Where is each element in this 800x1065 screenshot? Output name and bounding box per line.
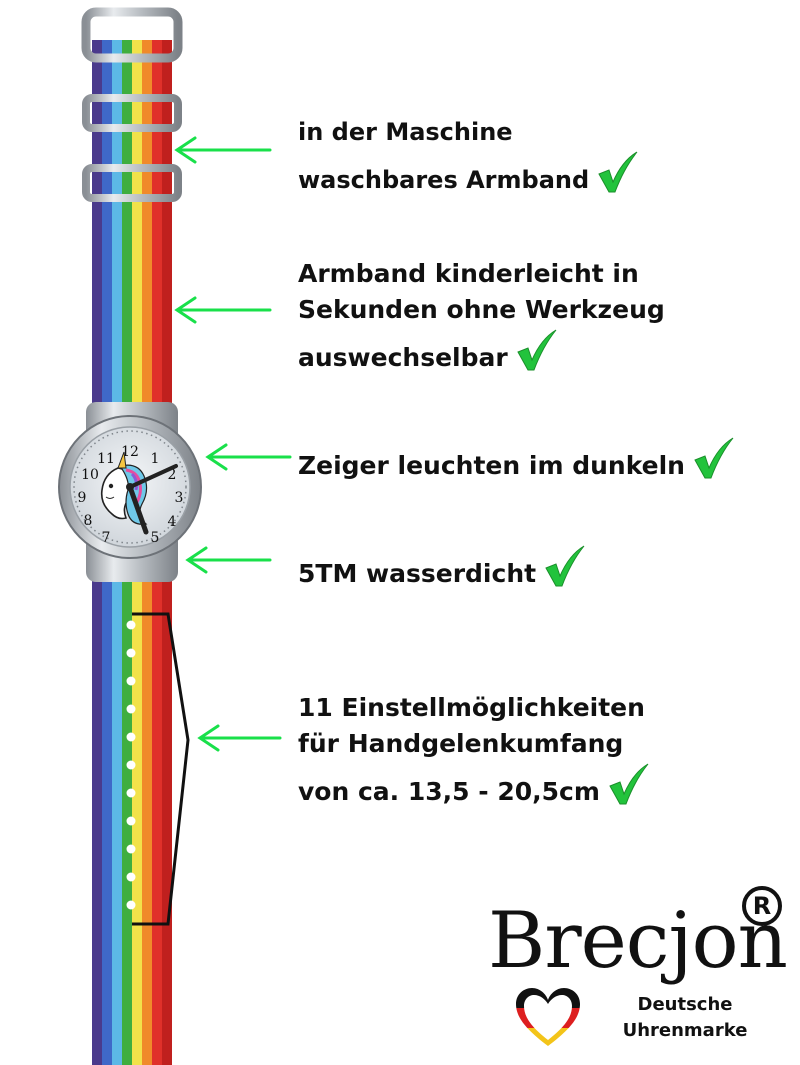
check-icon (606, 762, 650, 806)
feature-1: in der Maschine waschbares Armband (298, 114, 639, 198)
strap-hole (126, 704, 136, 714)
strap-hole (126, 760, 136, 770)
heart-flag-icon (516, 988, 580, 1046)
feature-text: von ca. 13,5 - 20,5cm (298, 777, 600, 806)
check-icon (514, 328, 558, 372)
feature-text: Armband kinderleicht in (298, 259, 639, 288)
feature-3: Zeiger leuchten im dunkeln (298, 436, 735, 484)
arrow-left-icon (205, 443, 292, 471)
arrow-left-icon (197, 724, 282, 752)
arrow-left-icon (174, 296, 272, 324)
feature-line: in der Maschine (298, 114, 639, 150)
dial-number: 11 (97, 451, 115, 467)
feature-text: für Handgelenkumfang (298, 729, 624, 758)
feature-text: in der Maschine (298, 118, 513, 146)
strap-hole (126, 844, 136, 854)
strap-stripe (142, 40, 153, 410)
strap-stripe (142, 560, 153, 1065)
strap-hole (126, 676, 136, 686)
strap-stripe (92, 560, 103, 1065)
feature-line: von ca. 13,5 - 20,5cm (298, 762, 650, 810)
strap-stripe (132, 40, 143, 410)
dial-number: 8 (84, 513, 93, 529)
tagline-line-1: Deutsche (637, 994, 733, 1015)
feature-line: Zeiger leuchten im dunkeln (298, 436, 735, 484)
dial-number: 5 (151, 530, 160, 546)
dial-number: 3 (175, 490, 184, 506)
feature-text: 11 Einstellmöglichkeiten (298, 693, 645, 722)
strap-stripe (92, 40, 103, 410)
feature-4: 5TM wasserdicht (298, 544, 586, 592)
brand-tagline: Deutsche Uhrenmarke (600, 992, 770, 1044)
strap-hole (126, 648, 136, 658)
strap-holes (126, 620, 136, 910)
feature-line: für Handgelenkumfang (298, 726, 650, 762)
feature-text: 5TM wasserdicht (298, 559, 537, 588)
brand-name: Brecjon (488, 896, 788, 986)
dial-number: 9 (78, 490, 87, 506)
strap-stripe (162, 40, 172, 410)
strap-stripe (152, 560, 163, 1065)
dial-number: 4 (168, 514, 177, 530)
feature-text: Sekunden ohne Werkzeug (298, 295, 665, 324)
strap-hole (126, 900, 136, 910)
strap-hole (126, 872, 136, 882)
feature-line: 5TM wasserdicht (298, 544, 586, 592)
dial-number: 1 (151, 451, 160, 467)
feature-text: auswechselbar (298, 343, 508, 372)
dial-number: 2 (168, 467, 177, 483)
arrow-left-icon (185, 546, 272, 574)
check-icon (542, 544, 586, 588)
feature-text: Zeiger leuchten im dunkeln (298, 451, 685, 480)
strap-stripe (162, 560, 172, 1065)
registered-mark: R (742, 886, 782, 926)
check-icon (691, 436, 735, 480)
feature-line: auswechselbar (298, 328, 665, 376)
strap-hole (126, 788, 136, 798)
check-icon (595, 150, 639, 194)
feature-line: Armband kinderleicht in (298, 256, 665, 292)
strap-stripe (152, 40, 163, 410)
strap-stripe (112, 560, 123, 1065)
dial-number: 10 (81, 467, 99, 483)
strap-stripe (122, 40, 133, 410)
strap-stripe (102, 40, 113, 410)
strap-stripe (122, 560, 133, 1065)
arrows (174, 136, 292, 752)
strap-upper (92, 40, 172, 410)
feature-line: Sekunden ohne Werkzeug (298, 292, 665, 328)
strap-hole (126, 620, 136, 630)
feature-5: 11 Einstellmöglichkeiten für Handgelenkum… (298, 690, 650, 810)
dial-number: 12 (121, 444, 139, 460)
buckle (81, 7, 183, 202)
dial-number: 7 (102, 530, 111, 546)
strap-hole (126, 732, 136, 742)
strap-stripe (102, 560, 113, 1065)
arrow-left-icon (174, 136, 272, 164)
strap-lower (92, 560, 172, 1065)
strap-stripe (112, 40, 123, 410)
strap-stripe (132, 560, 143, 1065)
feature-line: waschbares Armband (298, 150, 639, 198)
feature-text: waschbares Armband (298, 166, 590, 194)
feature-line: 11 Einstellmöglichkeiten (298, 690, 650, 726)
adjustment-range-bracket (132, 612, 190, 926)
strap-hole (126, 816, 136, 826)
tagline-line-2: Uhrenmarke (622, 1020, 748, 1041)
feature-2: Armband kinderleicht in Sekunden ohne Wer… (298, 256, 665, 376)
